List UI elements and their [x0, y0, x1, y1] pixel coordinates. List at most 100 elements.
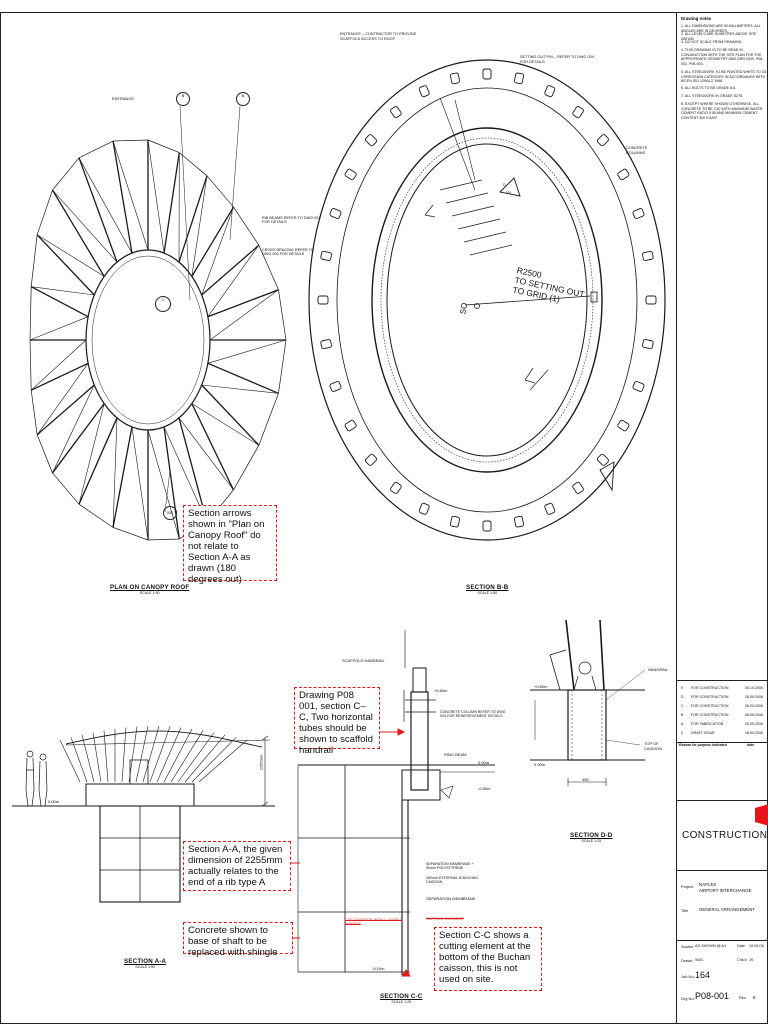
revision-letter: D	[681, 695, 684, 699]
revision-footer-right: date	[747, 743, 754, 747]
cc-separation-2-label: SEPARATION MEMBRANE	[426, 896, 476, 901]
drawing-note: 2. ALL LEVELS ARE IN METRES ABOVE SITE D…	[681, 32, 757, 41]
title-value: GENERAL ARRANGEMENT	[699, 907, 755, 912]
annotation-handrail[interactable]: Drawing P08 001, section C–C, Two horizo…	[294, 687, 380, 756]
revision-row: C FOR CONSTRUCTION 26.09.2006	[677, 702, 768, 710]
revision-date: 08.08.2006	[745, 713, 763, 717]
title-label: Title	[681, 908, 689, 913]
drawing-note: 5. ALL STEELWORK TO BE PAINTED WHITE TO …	[681, 70, 767, 84]
dd-level-zero: 0.00m	[534, 762, 546, 767]
bb-entrance-note: ENTRANCE – CONTRACTOR TO PROVIDE SCAFFOL…	[340, 32, 417, 41]
plan-callout-bottom-sheet: 003	[167, 511, 173, 515]
annotation-shingle[interactable]: Concrete shown to base of shaft to be re…	[183, 922, 293, 958]
section-cc-title: SECTION C-C	[380, 993, 423, 1000]
job-value: 164	[695, 970, 711, 980]
drawing-note: 1. ALL DIMENSIONS ARE IN MILLIMETRES. AL…	[681, 24, 761, 33]
revision-footer-left: Reason for purpose indicated	[679, 743, 727, 747]
bb-callout-d[interactable]: D	[503, 183, 506, 187]
project-value-1: NAPLES	[699, 882, 717, 887]
section-bb-scale: SCALE 1:50	[477, 591, 498, 595]
dd-width-label: 450	[582, 777, 589, 782]
date-value: 19.05.06	[749, 944, 764, 948]
drawing-note: 7. ALL STEELWORK IN GRADE S275.	[681, 94, 744, 98]
scale-value: AS SHOWN @ A1	[695, 944, 727, 948]
annotation-leaders	[290, 728, 411, 977]
notes-heading: Drawing notes	[681, 16, 712, 21]
cc-concrete-column-label: CONCRETE COLUMN REFER TO DWG 004 FOR REI…	[440, 710, 506, 719]
revision-letter: A	[681, 722, 684, 726]
plan-entrance-label: ENTRANCE	[112, 96, 135, 101]
drawn-label: Drawn	[681, 958, 693, 963]
bb-callout-sheet: 001	[506, 191, 512, 195]
plan-callout-bottom[interactable]: 003	[163, 506, 177, 520]
cc-level-a: -0.80m	[478, 786, 491, 791]
drawing-note: 8. EXCEPT WHERE SHOWN OTHERWISE, ALL CON…	[681, 102, 763, 120]
cc-cutting-element-label: CUTTING ELEMENT	[426, 916, 464, 921]
section-cc-title-block: SECTION C-C SCALE 1:25	[380, 993, 422, 1004]
dd-top-caisson-label: TOP OF CAISSON	[644, 741, 663, 751]
cc-level-zero: 0.00m	[478, 760, 490, 765]
section-dd-title-block: SECTION D-D SCALE 1:25	[570, 832, 612, 843]
plan-rib-beam-label: RIB BEAMS REFER TO DWG 003 FOR DETAILS	[262, 216, 321, 225]
drawing-note: 3. DO NOT SCALE FROM DRAWING.	[681, 40, 743, 44]
section-bb-details	[424, 97, 615, 492]
revision-date: 26.09.2006	[745, 704, 763, 708]
section-cc-scale: SCALE 1:25	[391, 1000, 412, 1004]
revision-letter: C	[681, 704, 684, 708]
project-value-2: AIRPORT INTERCHANGE	[699, 888, 752, 893]
section-bb-title: SECTION B-B	[466, 584, 509, 591]
cc-scaffold-handrail-label: SCAFFOLD HANDRAIL	[342, 658, 385, 663]
annotation-caisson[interactable]: Section C-C shows a cutting element at t…	[434, 927, 542, 991]
revision-divider	[677, 680, 768, 681]
fields-divider	[677, 940, 768, 941]
aa-level-label: 0.00m	[48, 799, 60, 804]
plan-callout-top[interactable]: B	[176, 92, 190, 106]
plan-scale: SCALE 1:50	[139, 591, 160, 595]
bb-setting-out-label: SETTING OUT PIN – REFER TO DWG 004 FOR D…	[520, 55, 594, 64]
plan-callout-right-letter: B	[241, 93, 245, 98]
job-label: Job No.	[681, 974, 695, 979]
section-bb-drawing	[308, 59, 666, 541]
plan-callout-right[interactable]: B	[236, 92, 250, 106]
bb-grid-ref: 1	[551, 292, 559, 304]
plan-callout-centre[interactable]: C	[155, 296, 171, 312]
section-aa-scale: SCALE 1:50	[135, 965, 155, 969]
revision-description: FOR CONSTRUCTION	[691, 686, 729, 690]
bb-concrete-columns-label: CONCRETE COLUMNS	[626, 146, 648, 155]
section-bb-columns	[317, 68, 657, 532]
section-cc-drawing	[297, 630, 495, 976]
plan-cross-bracing-label: CROSS BRACING REFER TO DWG 003 FOR DETAI…	[262, 248, 314, 257]
revision-letter: B	[681, 713, 684, 717]
revision-value: E	[753, 995, 756, 1000]
project-label: Project	[681, 884, 694, 889]
revision-description: FOR CONSTRUCTION	[691, 704, 729, 708]
title-block: Drawing notes 1. ALL DIMENSIONS ARE IN M…	[676, 12, 768, 1024]
revision-description: FOR CONSTRUCTION	[691, 695, 729, 699]
revision-label: Rev	[739, 996, 746, 1000]
aa-dimension-label: 2255mm	[258, 754, 264, 771]
cc-crossed-concrete-label: C35 CONCRETE WITH 1 LAYER Ø SHINGLE	[345, 918, 403, 927]
company-logo: CONSTRUCTIONARIUM	[682, 830, 768, 841]
scale-label: Scales	[681, 944, 694, 949]
revision-description: DRAFT ISSUE	[691, 731, 715, 735]
annotation-dimension[interactable]: Section A-A, the given dimension of 2255…	[183, 841, 291, 891]
logo-accent-icon	[755, 804, 768, 826]
revision-date: 18.04.2006	[745, 731, 763, 735]
cc-level-top: +0.80m	[434, 688, 448, 693]
plan-title: PLAN ON CANOPY ROOF	[110, 584, 190, 591]
checked-label: Chk'd	[737, 958, 747, 962]
annotation-plan-arrows[interactable]: Section arrows shown in "Plan on Canopy …	[183, 505, 277, 585]
drawing-note: 6. ALL BOLTS TO BE GRADE 8.8.	[681, 86, 736, 90]
checked-value: JS	[749, 958, 754, 962]
revision-date: 28.09.2006	[745, 695, 763, 699]
cc-level-b: -8.10m	[372, 966, 385, 971]
drawing-note: 4. THIS DRAWING IS TO BE READ IN CONJUNC…	[681, 48, 764, 66]
cc-ring-beam-label: RING BEAM	[444, 752, 467, 757]
date-label: Date	[737, 944, 746, 948]
revision-description: FOR FABRICATION	[691, 722, 724, 726]
section-bb-title-block: SECTION B-B SCALE 1:50	[466, 584, 508, 595]
cc-separation-label: SEPARATION MEMBRANE + 50mm POLYSTYRENE	[426, 862, 474, 871]
